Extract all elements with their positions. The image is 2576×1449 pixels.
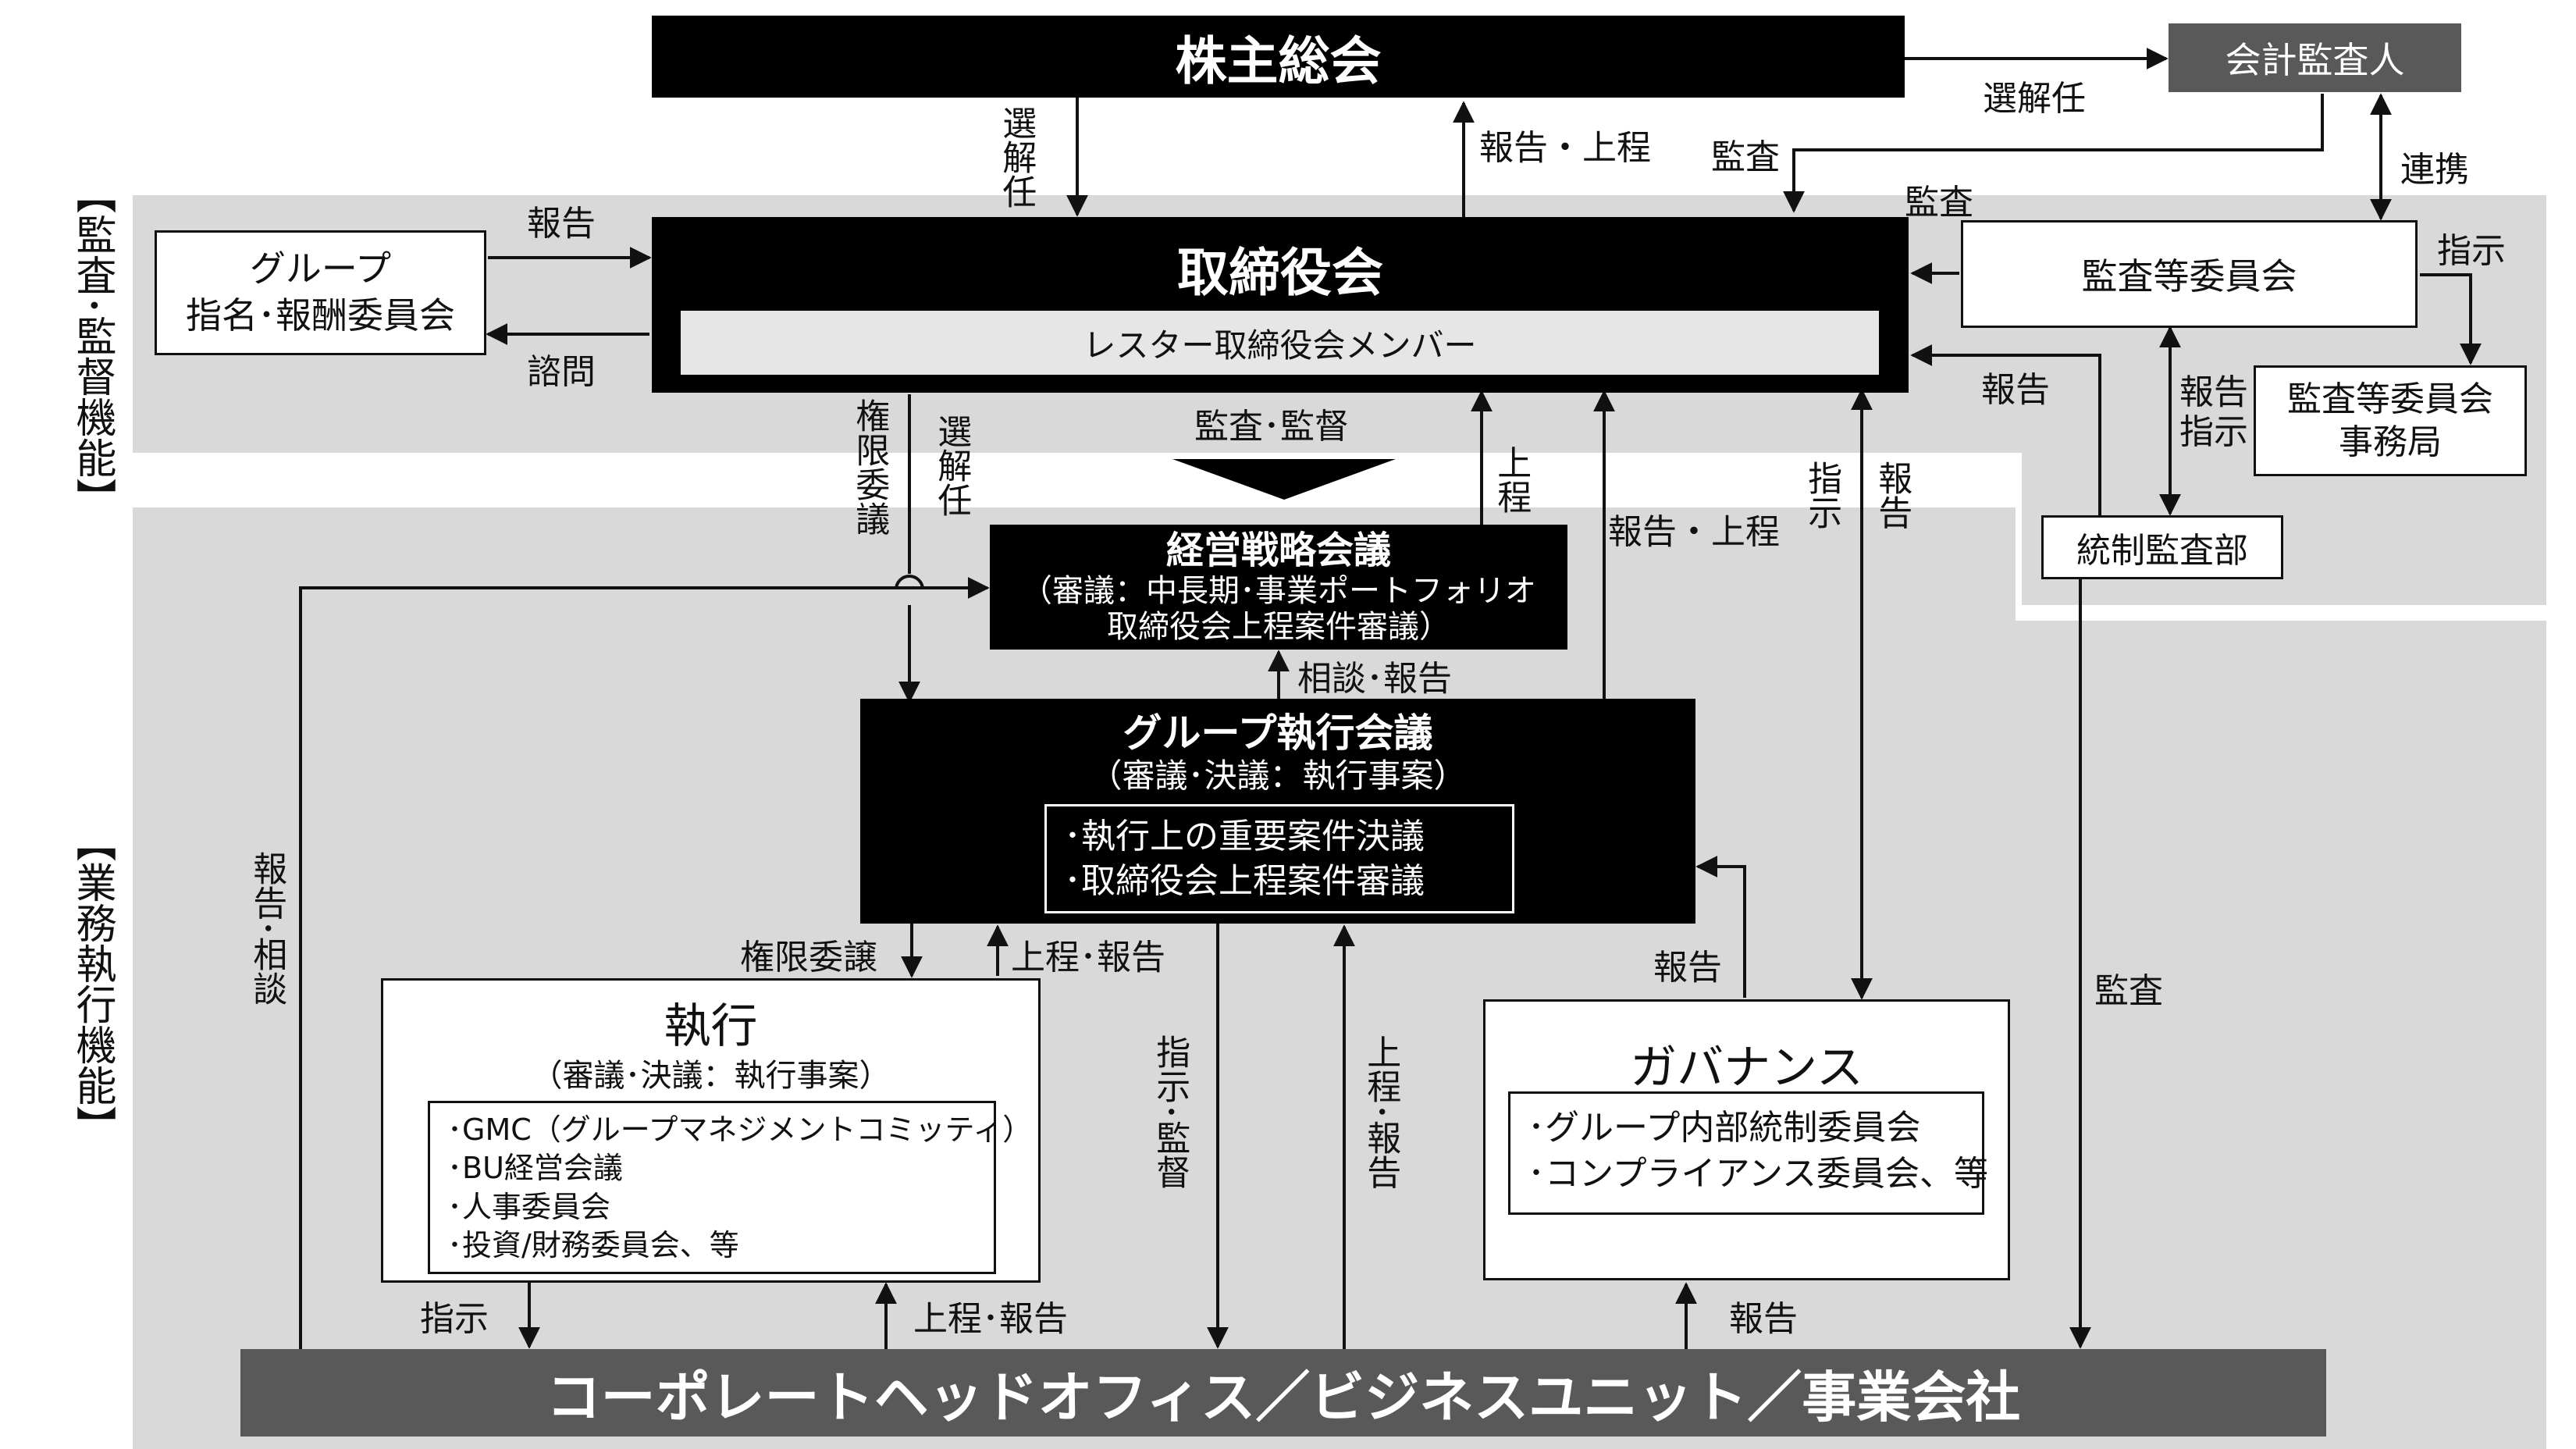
label-consult-nom: 諮問	[527, 352, 596, 392]
execution-region-right	[2006, 621, 2546, 1449]
nomination-label-line2: 指名･報酬委員会	[186, 294, 455, 336]
label-audit-gm: 監査	[1711, 137, 1780, 177]
label-instruct-gov: 指示	[1802, 461, 1842, 529]
external-auditor-box: 会計監査人	[2169, 23, 2461, 92]
audit-office-line2: 事務局	[2339, 422, 2442, 462]
label-submit-strategy: 上程	[1491, 445, 1532, 514]
label-instruct-bottom: 指示	[420, 1299, 489, 1339]
shareholders-meeting-box: 株主総会	[652, 16, 1905, 98]
exec-item-1: ･GMC（グループマネジメントコミッティ）	[447, 1113, 1033, 1147]
governance-title: ガバナンス	[1630, 1041, 1863, 1095]
label-report-gov: 報告	[1872, 461, 1912, 529]
audit-office-box: 監査等委員会 事務局	[2254, 365, 2527, 476]
label-report-board-ac: 報告	[1981, 370, 2050, 410]
board-members-label: レスター取締役会メンバー	[1083, 326, 1477, 365]
gec-items-box: ･執行上の重要案件決議 ･取締役会上程案件審議	[1044, 804, 1514, 913]
label-audit-supervise: 監査･監督	[1194, 407, 1349, 447]
internal-audit-box: 統制監査部	[2041, 515, 2283, 579]
board-label: 取締役会	[1177, 243, 1383, 303]
nomination-committee-box: グループ 指名･報酬委員会	[155, 230, 486, 355]
label-report-submit-gec: 報告・上程	[1608, 512, 1780, 552]
label-submit-report-bottom: 上程･報告	[913, 1299, 1068, 1339]
gec-item-2: ･取締役会上程案件審議	[1064, 861, 1425, 902]
nomination-label-line1: グループ	[249, 247, 392, 290]
shareholders-meeting-label: 株主総会	[1175, 30, 1382, 91]
execution-sub: （審議･決議：執行事案）	[531, 1058, 891, 1094]
governance-items-box: ･グループ内部統制委員会 ･コンプライアンス委員会、等	[1508, 1091, 1989, 1215]
label-appoint-auditor: 選解任	[1983, 79, 2086, 119]
board-members-box: レスター取締役会メンバー	[681, 311, 1879, 375]
label-cooperation: 連携	[2400, 150, 2469, 190]
gov-item-1: ･グループ内部統制委員会	[1528, 1108, 1921, 1148]
exec-item-4: ･投資/財務委員会、等	[447, 1228, 739, 1263]
label-audit-bottom: 監査	[2094, 971, 2163, 1011]
gec-title: グループ執行会議	[1123, 710, 1433, 756]
exec-item-2: ･BU経営会議	[447, 1151, 623, 1186]
audit-committee-label: 監査等委員会	[2081, 255, 2297, 297]
audit-committee-box: 監査等委員会	[1961, 220, 2418, 328]
group-exec-council-box: グループ執行会議 （審議･決議：執行事案）	[860, 699, 1695, 924]
execution-title: 執行	[664, 999, 758, 1054]
external-auditor-label: 会計監査人	[2225, 39, 2405, 81]
label-appoint-board2: 選解任	[931, 414, 972, 517]
label-instruct-supervise: 指示･監督	[1150, 1034, 1190, 1189]
corporate-bottom-bar: コーポレートヘッドオフィス／ビジネスユニット／事業会社	[240, 1349, 2326, 1437]
gov-item-2: ･コンプライアンス委員会、等	[1528, 1154, 1989, 1194]
label-delegate-board: 権限委議	[849, 398, 890, 536]
label-report-instruct-ac: 報告指示	[2179, 372, 2248, 452]
label-report-gov-bottom: 報告	[1729, 1299, 1798, 1339]
label-submit-report-exec: 上程･報告	[1011, 938, 1165, 977]
label-appoint-board: 選解任	[996, 105, 1037, 208]
supervision-side-label: 【監査･監督機能】	[69, 173, 116, 519]
audit-office-line1: 監査等委員会	[2287, 379, 2493, 419]
label-submit-report-mid: 上程･報告	[1361, 1034, 1401, 1189]
gec-sub: （審議･決議：執行事案）	[1089, 757, 1467, 795]
corporate-bottom-label: コーポレートヘッドオフィス／ビジネスユニット／事業会社	[546, 1365, 2021, 1429]
label-delegate-exec: 権限委譲	[740, 938, 877, 977]
internal-audit-label: 統制監査部	[2076, 531, 2248, 571]
strategy-title: 経営戦略会議	[1165, 529, 1391, 573]
label-audit-ac: 監査	[1905, 183, 1973, 223]
strategy-line1: （審議：中長期･事業ポートフォリオ	[1021, 572, 1536, 609]
label-report-gov-gec: 報告	[1653, 948, 1722, 988]
label-report-consult-left: 報告･相談	[247, 851, 287, 1006]
execution-side-label: 【業務執行機能】	[69, 821, 116, 1146]
strategy-meeting-box: 経営戦略会議 （審議：中長期･事業ポートフォリオ 取締役会上程案件審議）	[990, 525, 1567, 650]
gec-item-1: ･執行上の重要案件決議	[1064, 817, 1425, 856]
label-report-nom: 報告	[527, 204, 596, 244]
label-report-submit-top: 報告・上程	[1479, 128, 1651, 168]
strategy-line2: 取締役会上程案件審議）	[1107, 608, 1450, 645]
label-instruct-office: 指示	[2437, 231, 2506, 271]
exec-item-3: ･人事委員会	[447, 1189, 611, 1224]
execution-items-box: ･GMC（グループマネジメントコミッティ） ･BU経営会議 ･人事委員会 ･投資…	[428, 1101, 1033, 1274]
label-consult-report: 相談･報告	[1297, 659, 1452, 699]
